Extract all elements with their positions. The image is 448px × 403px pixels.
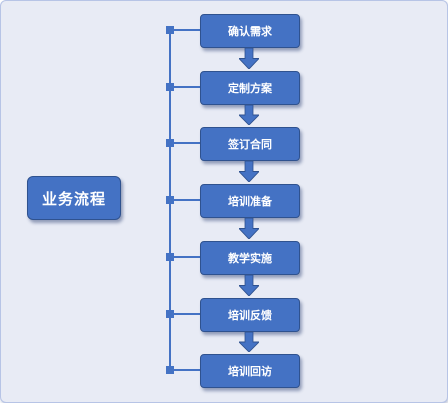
connector-line (170, 142, 201, 144)
step-box: 教学实施 (200, 241, 300, 275)
down-arrow-icon (239, 105, 259, 125)
connector-line (170, 369, 201, 371)
step-box: 定制方案 (200, 71, 300, 105)
down-arrow-icon (239, 275, 259, 296)
step-box: 培训反馈 (200, 298, 300, 332)
connector-line (170, 313, 201, 315)
down-arrow-icon (239, 332, 259, 352)
connector-line (170, 256, 201, 258)
connector-line (170, 29, 201, 31)
down-arrow-icon (239, 218, 259, 239)
main-process-label: 业务流程 (27, 176, 121, 220)
step-box: 确认需求 (200, 14, 300, 48)
step-box: 培训回访 (200, 354, 300, 388)
down-arrow-icon (239, 48, 259, 69)
down-arrow-icon (239, 161, 259, 182)
step-box: 培训准备 (200, 184, 300, 218)
connector-line (170, 199, 201, 201)
step-box: 签订合同 (200, 127, 300, 161)
connector-line (170, 86, 201, 88)
